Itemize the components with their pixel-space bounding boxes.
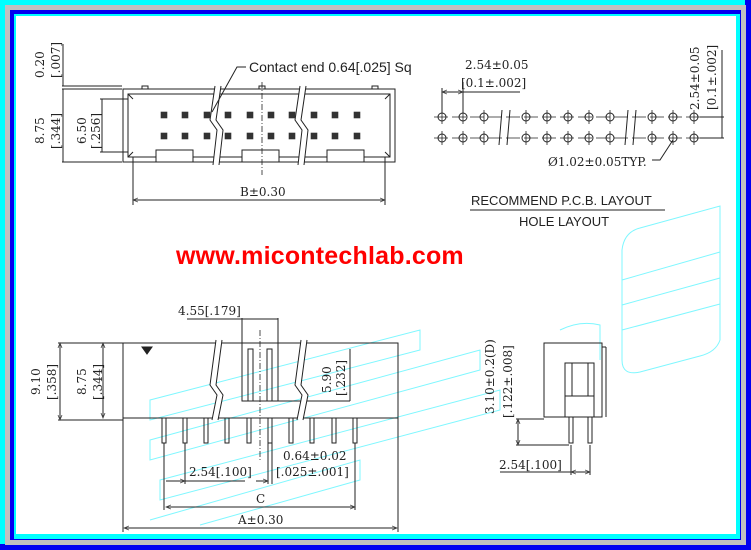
dim-inner-in: [.256] <box>89 113 103 149</box>
pcb-hole-layout <box>434 50 724 211</box>
watermark-url: www.micontechlab.com <box>176 242 464 270</box>
side-view-dimension-labels: 3.10±0.2(D) [.122±.008] 2.54[.100] <box>483 339 562 472</box>
pcb-pitch-h-in: [0.1±.002] <box>461 76 526 90</box>
dim-body-height-mm: 8.75 <box>75 368 89 395</box>
dim-a: A±0.30 <box>237 513 283 527</box>
dim-body-height-in: [.344] <box>91 364 105 400</box>
dim-height-in: [.344] <box>49 113 63 149</box>
dim-total-height-mm: 9.10 <box>29 368 43 395</box>
side-pitch-dim: 2.54[.100] <box>499 458 562 472</box>
pcb-layout-title: RECOMMEND P.C.B. LAYOUT <box>471 193 652 208</box>
pcb-pitch-v-in: [0.1±.002] <box>705 45 719 110</box>
dim-total-height-in: [.358] <box>45 364 59 400</box>
dim-inner-mm: 6.50 <box>75 117 89 144</box>
tail-length-in: [.122±.008] <box>501 345 515 418</box>
drawing-sheet <box>16 16 736 534</box>
dim-slot-depth-in: [.232] <box>334 360 348 396</box>
pin-pitch-dim: 2.54[.100] <box>189 465 252 479</box>
pcb-layout-labels: 2.54±0.05 [0.1±.002] 2.54±0.05 [0.1±.002… <box>461 45 719 229</box>
pcb-layout-subtitle: HOLE LAYOUT <box>519 214 609 229</box>
dim-top-gap-mm: 0.20 <box>33 51 47 78</box>
contact-end-callout: Contact end 0.64[.025] Sq <box>249 59 412 75</box>
pcb-hole-diameter: Ø1.02±0.05TYP. <box>548 155 647 169</box>
dim-top-gap-in: [.007] <box>49 42 63 78</box>
dim-slot-depth-mm: 5.90 <box>320 366 334 393</box>
pcb-pitch-v-mm: 2.54±0.05 <box>688 47 702 111</box>
dim-length-b: B±0.30 <box>240 185 286 199</box>
top-view-dimension-labels: 0.20 [.007] 8.75 [.344] 6.50 [.256] B±0.… <box>33 42 412 199</box>
dim-c: C <box>256 492 265 506</box>
front-view <box>58 318 399 532</box>
watermark-logo-icon <box>149 205 721 526</box>
pin-size-in: [.025±.001] <box>276 465 349 479</box>
front-view-dimension-labels: 4.55[.179] 9.10 [.358] 8.75 [.344] 5.90 … <box>29 304 349 527</box>
side-view <box>500 342 607 475</box>
top-view <box>62 44 396 205</box>
pin-size-mm: 0.64±0.02 <box>283 449 347 463</box>
key-width-dim: 4.55[.179] <box>178 304 241 318</box>
polarization-triangle-icon <box>141 346 153 355</box>
tail-length-mm: 3.10±0.2(D) <box>483 339 497 414</box>
dim-height-mm: 8.75 <box>33 117 47 144</box>
pcb-pitch-h-mm: 2.54±0.05 <box>465 58 529 72</box>
